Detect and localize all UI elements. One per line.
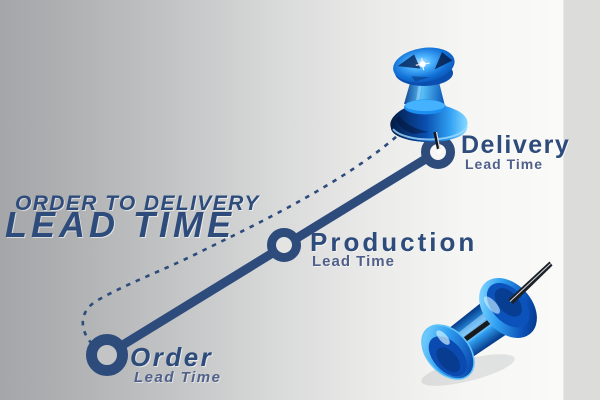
order-ring: [86, 334, 128, 376]
pushpin-upright-icon: [390, 47, 468, 154]
right-edge-band: [563, 0, 600, 400]
milestone-production-label: Production: [310, 227, 478, 257]
dashed-arc: [81, 135, 398, 345]
page-title-line1: ORDER TO DELIVERY: [15, 192, 260, 215]
milestone-order-label: Order: [130, 342, 214, 372]
production-ring: [267, 228, 301, 262]
pushpin-lying-icon: [421, 261, 553, 386]
milestone-delivery-label: Delivery: [461, 131, 571, 159]
milestone-order-sublabel: Lead Time: [134, 369, 222, 386]
milestone-production-sublabel: Lead Time: [312, 253, 395, 270]
page-title-line2: LEAD TIME: [5, 204, 235, 245]
milestone-delivery-sublabel: Lead Time: [465, 156, 543, 172]
